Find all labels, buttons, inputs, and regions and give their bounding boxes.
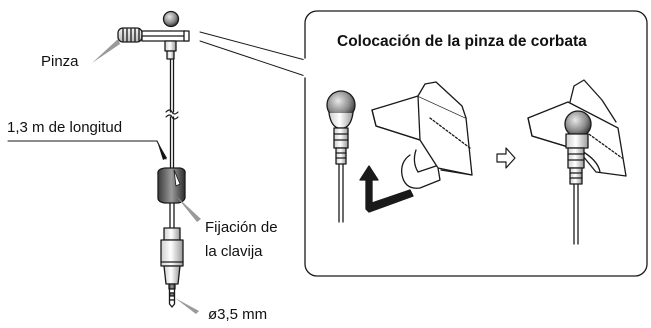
plug-fixing-label-line1: Fijación de <box>205 219 278 236</box>
microphone-icon <box>326 90 356 223</box>
callout-panel <box>303 10 648 277</box>
tie-clip-icon <box>371 81 473 189</box>
plug-icon <box>160 227 184 308</box>
before-illustration <box>326 81 473 223</box>
cable-length-label: 1,3 m de longitud <box>7 119 123 136</box>
clip-icon <box>117 27 190 43</box>
microphone-assembly <box>117 10 190 308</box>
clip-label: Pinza <box>41 53 79 70</box>
insert-arrow-icon <box>359 165 414 213</box>
panel-title: Colocación de la pinza de corbata <box>337 33 587 50</box>
mic-head-icon <box>162 10 180 28</box>
plug-fixing-icon <box>157 167 186 204</box>
leader-lines <box>7 31 306 314</box>
right-arrow-icon <box>496 147 516 169</box>
after-illustration <box>527 79 627 245</box>
plug-size-label: ø3,5 mm <box>208 306 268 323</box>
plug-fixing-label-line2: la clavija <box>205 243 263 260</box>
